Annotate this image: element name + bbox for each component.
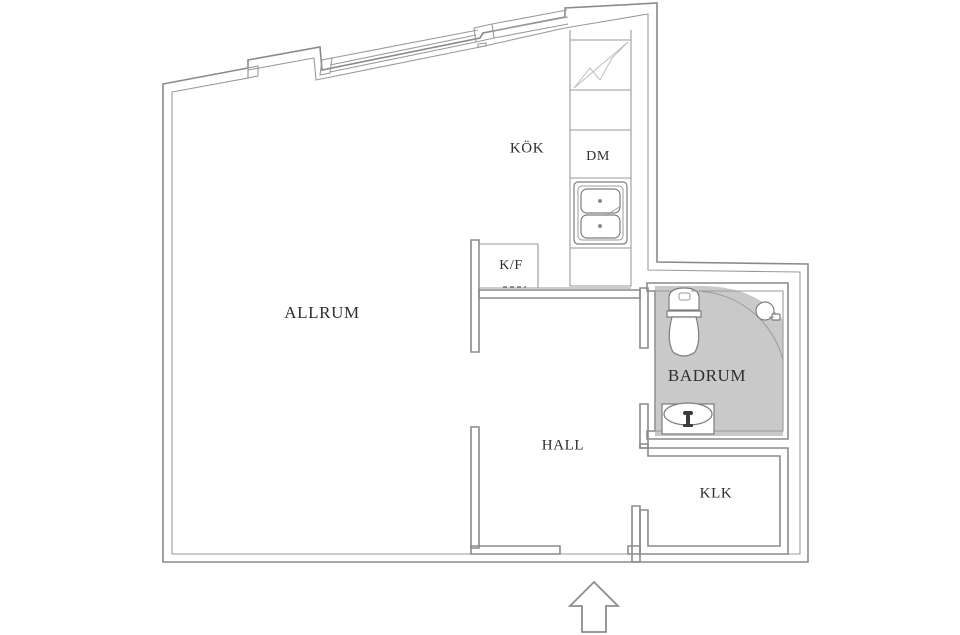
washbasin-faucet-base [683,424,693,427]
klk-walls-group [631,443,789,563]
entrance-arrow-shape [567,580,621,633]
building-outline-inner [171,13,801,555]
badrum-wall-inner [654,290,784,432]
shower-icon [690,290,784,361]
hall-partition-group [470,426,641,555]
hall-bottom-stub-right [627,545,641,555]
window-left-end-shape [247,65,259,79]
washbasin-icon [661,402,715,435]
room-label-hall: HALL [542,437,584,453]
badrum-doorjamb-upper [639,287,649,349]
kitchen-counter-group [569,30,632,287]
entrance-arrow [567,580,621,633]
kitchen-partition-group [470,239,641,353]
sink-inner-frame [577,185,624,241]
kitchen-left-wall [470,239,480,353]
badrum-wall-outline [646,282,789,440]
window-mid-jamb-notch [477,42,487,48]
kitchen-counter-outline [569,30,632,287]
window-right-frame-top [491,9,568,25]
sink-drain-lower [598,224,602,228]
toilet-seat-base [666,310,702,318]
room-label-allrum: ALLRUM [284,303,359,322]
klk-wall-outline [639,443,789,555]
stove-zigzag [573,41,629,89]
room-label-kf: K/F [499,258,523,273]
window-right-glass-a [493,23,569,39]
shower-head-circle [755,301,775,321]
room-label-klk: KLK [700,485,733,501]
shower-curtain-arc [690,290,784,361]
hall-bottom-stub-left [470,545,561,555]
toilet-bowl [668,316,700,357]
shower-area-fill-2 [700,286,783,320]
stove-diagonal-a [573,41,629,89]
window-left-glass-a [329,41,477,73]
window-mid-jamb [473,23,495,48]
building-outline-outer [162,2,809,563]
sink-faucet [604,205,622,217]
toilet-flush-button [678,292,691,301]
window-left-end-jamb [247,65,259,79]
room-label-badrum: BADRUM [668,366,746,385]
room-label-dm: DM [586,149,610,164]
badrum-doorjamb-lower [639,403,649,449]
upper-window-band-group [247,9,569,79]
hall-allrum-wall [470,426,480,549]
kf-counter-extension [537,244,631,289]
kitchen-sink-icon [573,181,628,245]
washbasin-faucet-stem [686,414,690,426]
sink-drain-upper [598,199,602,203]
window-left-frame-top [331,29,479,59]
klk-left-jamb [631,505,641,563]
toilet-cistern [668,287,700,311]
window-upper-left [319,29,479,76]
window-left-glass-b [329,34,477,66]
washbasin-faucet-head [683,411,693,415]
room-labels-group: ALLRUM KÖK DM K/F BADRUM HALL KLK [284,139,746,501]
toilet-icon [666,287,702,357]
window-upper-right [491,9,569,39]
room-label-kok: KÖK [510,139,544,156]
window-right-glass-b [492,16,569,32]
kitchen-hall-divider-wall [478,289,641,299]
stove-icon [573,41,629,89]
